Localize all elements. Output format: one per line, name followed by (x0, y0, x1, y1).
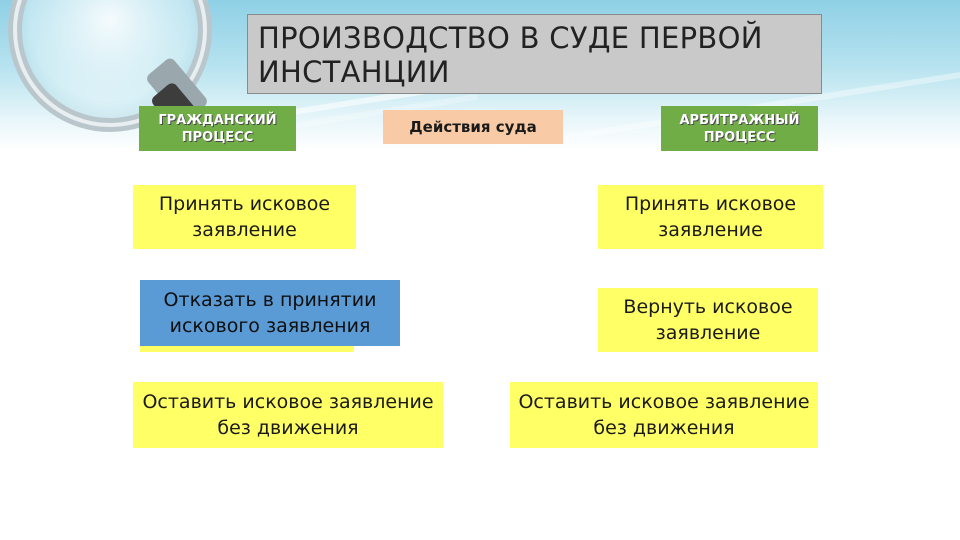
civil-item-leave-without-motion: Оставить исковое заявление без движения (133, 382, 443, 448)
arbitration-item-leave-without-motion: Оставить исковое заявление без движения (510, 382, 818, 448)
slide-title: ПРОИЗВОДСТВО В СУДЕ ПЕРВОЙ ИНСТАНЦИИ (247, 14, 822, 94)
civil-item-accept: Принять исковое заявление (133, 185, 356, 249)
arbitration-item-accept: Принять исковое заявление (598, 185, 823, 249)
arbitration-item-return: Вернуть исковое заявление (598, 288, 818, 352)
court-actions-header: Действия суда (383, 110, 563, 144)
civil-item-refuse: Отказать в принятии искового заявления (140, 280, 400, 346)
arbitration-process-header: АРБИТРАЖНЫЙ ПРОЦЕСС (661, 106, 818, 151)
civil-process-header: ГРАЖДАНСКИЙ ПРОЦЕСС (139, 106, 296, 151)
